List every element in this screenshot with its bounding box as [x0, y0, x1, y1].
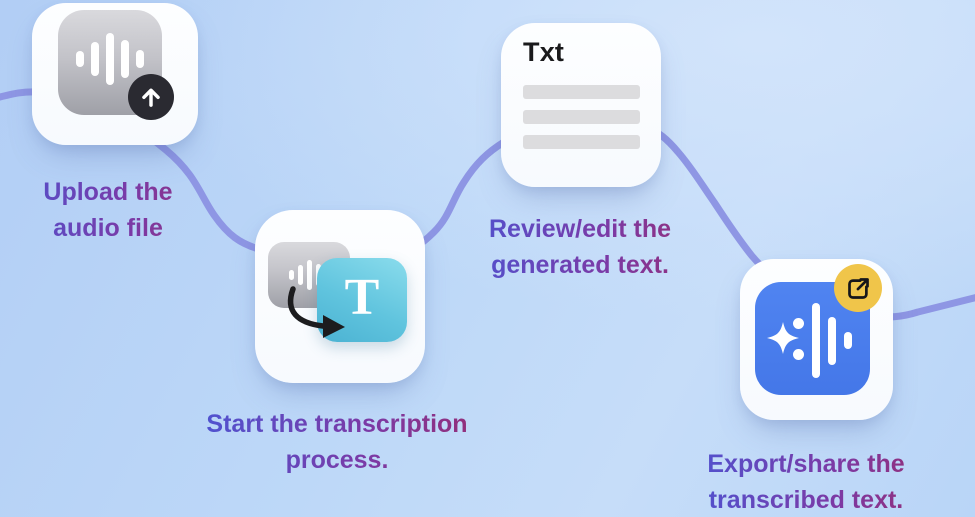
curved-arrow-icon	[287, 286, 345, 338]
step-card-export	[740, 259, 893, 420]
label-line: Start the transcription	[206, 410, 468, 438]
waveform-bar	[844, 332, 852, 349]
sparkle-icon	[767, 322, 799, 354]
waveform-bar	[812, 303, 820, 378]
external-link-badge	[834, 264, 882, 312]
text-line-placeholder	[523, 85, 640, 99]
document-text-lines	[523, 85, 640, 149]
label-line: Review/edit the	[489, 215, 671, 243]
waveform-bars	[76, 32, 144, 85]
upload-arrow-badge	[128, 74, 174, 120]
step-label-export: Export/share the transcribed text.	[676, 446, 936, 517]
external-link-icon	[847, 277, 869, 299]
step-label-review: Review/edit the generated text.	[450, 211, 710, 283]
sparkle-waveform-icon	[755, 282, 870, 395]
step-label-upload: Upload the audio file	[0, 174, 228, 246]
step-label-transcribe: Start the transcription process.	[187, 406, 487, 478]
waveform-bar	[828, 317, 836, 365]
letter-t: T	[344, 269, 380, 326]
step-card-review: Txt	[501, 23, 661, 187]
label-line: transcribed text.	[708, 486, 904, 514]
label-line: Export/share the	[707, 450, 905, 478]
arrow-up-icon	[142, 88, 160, 107]
text-line-placeholder	[523, 135, 640, 149]
waveform-dot	[793, 349, 804, 360]
label-line: generated text.	[491, 251, 669, 279]
label-line: audio file	[53, 214, 163, 242]
waveform-dot	[793, 318, 804, 329]
step-card-transcribe: T	[255, 210, 425, 383]
text-line-placeholder	[523, 110, 640, 124]
label-line: process.	[285, 446, 389, 474]
step-card-upload	[32, 3, 198, 145]
document-title: Txt	[523, 37, 565, 67]
label-line: Upload the	[43, 178, 173, 206]
